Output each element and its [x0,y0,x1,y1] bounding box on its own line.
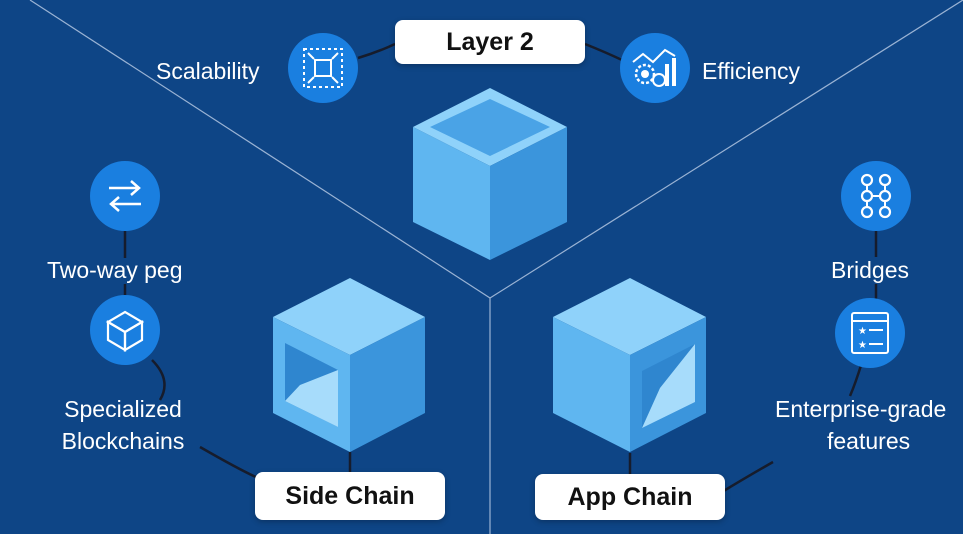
specialized-line2: Blockchains [61,428,185,454]
divider-right [489,0,963,299]
svg-text:★: ★ [858,340,867,351]
efficiency-label: Efficiency [702,58,801,84]
connector-enterprise [848,361,864,397]
scalability-label: Scalability [156,58,260,84]
app-chain-cube [553,278,706,452]
enterprise-line2: features [827,428,911,454]
specialized-label: Specialized Blockchains [48,393,198,457]
enterprise-label: Enterprise-grade features [775,393,963,457]
side-chain-pill: Side Chain [255,472,445,520]
cube-icon [90,295,160,365]
enterprise-line1: Enterprise-grade [775,396,947,422]
checklist-stars-icon: ★ ★ [835,298,905,368]
connector-app-chain [721,460,774,494]
layer2-pill: Layer 2 [395,20,585,64]
specialized-line1: Specialized [64,396,182,422]
bridges-label: Bridges [831,257,909,283]
app-chain-pill: App Chain [535,474,725,520]
connectors [123,42,878,494]
two-way-peg-label: Two-way peg [47,257,183,283]
resize-icon [288,33,358,103]
connector-efficiency [584,42,623,62]
arrows-exchange-icon [90,161,160,231]
gears-chart-icon [620,33,690,103]
chain-link-icon [841,161,911,231]
connector-specialized [151,359,166,401]
connector-scalability [357,42,396,60]
layer2-cube [413,88,567,260]
section-dividers [29,0,963,534]
svg-text:★: ★ [858,326,867,337]
connector-side-chain [199,445,259,480]
side-chain-cube [273,278,425,452]
divider-left [29,0,491,299]
